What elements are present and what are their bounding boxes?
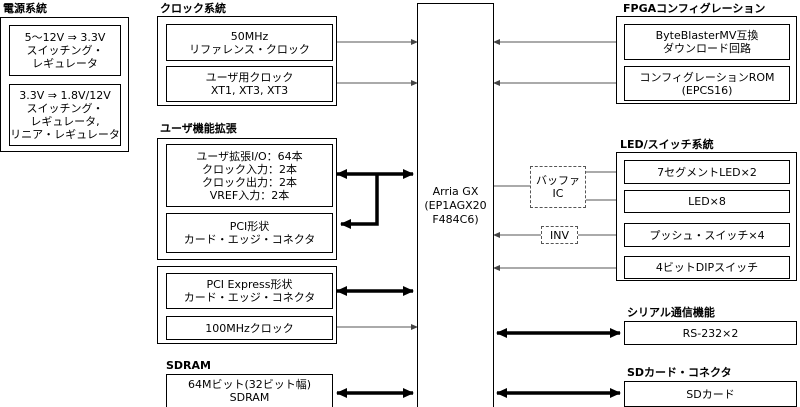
sdram-box: 64Mビット(32ビット幅) SDRAM xyxy=(166,374,333,407)
clock-title: クロック系統 xyxy=(160,2,226,15)
pci-line-1: PCI形状 xyxy=(229,220,270,233)
blaster-line-2: ダウンロード回路 xyxy=(663,42,751,55)
sdram-line-1: 64Mビット(32ビット幅) xyxy=(187,378,312,391)
regulator-2-box: 3.3V ⇒ 1.8V/12V スイッチング・ レギュレータ, リニア・レギュレ… xyxy=(9,84,121,146)
user-io-line-1: ユーザ拡張I/O：64本 xyxy=(196,149,303,163)
clock-100mhz-box: 100MHzクロック xyxy=(166,316,333,340)
push-switch-label: プッシュ・スイッチ×4 xyxy=(649,228,765,242)
buffer-line-1: バッファ xyxy=(536,174,580,187)
ref-clock-line-1: 50MHz xyxy=(230,29,269,43)
fpga-line-3: F484C6) xyxy=(432,212,479,226)
dip-switch-label: 4ビットDIPスイッチ xyxy=(655,261,759,274)
user-io-line-2: クロック入力：2本 xyxy=(202,162,297,176)
rs232-label: RS-232×2 xyxy=(682,326,739,340)
config-rom-line-2: (EPCS16) xyxy=(681,83,733,97)
rs232-box: RS-232×2 xyxy=(624,321,797,345)
fpga-box: Arria GX (EP1AGX20 F484C6) xyxy=(417,3,494,407)
user-clock-box: ユーザ用クロック XT1, XT3, XT3 xyxy=(166,66,333,102)
regulator-1-line-3: レギュレータ xyxy=(32,57,98,70)
pci-connector-box: PCI形状 カード・エッジ・コネクタ xyxy=(166,213,333,253)
push-switch-box: プッシュ・スイッチ×4 xyxy=(624,223,790,247)
regulator-2-line-4: リニア・レギュレータ xyxy=(10,128,120,141)
sd-card-box: SDカード xyxy=(624,381,797,407)
ref-clock-line-2: リファレンス・クロック xyxy=(189,42,310,56)
pcie-line-1: PCI Express形状 xyxy=(206,278,293,291)
inverter-box: INV xyxy=(541,226,578,244)
config-rom-line-1: コンフィグレーションROM xyxy=(639,70,775,84)
inverter-label: INV xyxy=(550,228,569,242)
config-rom-box: コンフィグレーションROM (EPCS16) xyxy=(624,66,790,101)
fpga-line-2: (EP1AGX20 xyxy=(424,198,487,212)
regulator-1-line-1: 5～12V ⇒ 3.3V xyxy=(24,31,106,44)
seven-seg-label: 7セグメントLED×2 xyxy=(657,165,757,179)
regulator-2-line-3: レギュレータ, xyxy=(30,115,100,128)
blaster-line-1: ByteBlasterMV互換 xyxy=(655,29,759,42)
sd-title: SDカード・コネクタ xyxy=(627,366,732,379)
regulator-2-line-2: スイッチング・ xyxy=(26,102,104,115)
led-label: LED×8 xyxy=(688,195,726,208)
pci-line-2: カード・エッジ・コネクタ xyxy=(183,233,316,246)
config-title: FPGAコンフィグレーション xyxy=(623,2,766,15)
led-switch-title: LED/スイッチ系統 xyxy=(620,138,714,151)
user-io-line-3: クロック出力：2本 xyxy=(202,175,297,189)
sd-card-label: SDカード xyxy=(686,387,735,401)
buffer-ic-box: バッファ IC xyxy=(530,166,586,208)
user-ext-title: ユーザ機能拡張 xyxy=(160,122,237,135)
user-io-line-4: VREF入力：2本 xyxy=(209,188,290,202)
buffer-line-2: IC xyxy=(552,187,564,200)
led-box: LED×8 xyxy=(624,190,790,213)
user-clock-line-1: ユーザ用クロック xyxy=(205,71,294,84)
clock-100mhz-label: 100MHzクロック xyxy=(205,321,294,335)
regulator-1-line-2: スイッチング・ xyxy=(26,44,104,57)
blaster-box: ByteBlasterMV互換 ダウンロード回路 xyxy=(624,24,790,60)
user-clock-line-2: XT1, XT3, XT3 xyxy=(210,84,289,97)
serial-title: シリアル通信機能 xyxy=(627,306,715,319)
sdram-title: SDRAM xyxy=(166,359,211,372)
user-io-box: ユーザ拡張I/O：64本 クロック入力：2本 クロック出力：2本 VREF入力：… xyxy=(166,144,333,207)
regulator-1-box: 5～12V ⇒ 3.3V スイッチング・ レギュレータ xyxy=(9,25,121,76)
seven-seg-box: 7セグメントLED×2 xyxy=(624,160,790,184)
pcie-connector-box: PCI Express形状 カード・エッジ・コネクタ xyxy=(166,273,333,309)
power-title: 電源系統 xyxy=(3,2,47,15)
sdram-line-2: SDRAM xyxy=(229,391,270,404)
ref-clock-box: 50MHz リファレンス・クロック xyxy=(166,24,333,61)
regulator-2-line-1: 3.3V ⇒ 1.8V/12V xyxy=(19,89,111,102)
dip-switch-box: 4ビットDIPスイッチ xyxy=(624,256,790,279)
pcie-line-2: カード・エッジ・コネクタ xyxy=(183,291,316,304)
fpga-line-1: Arria GX xyxy=(432,184,479,198)
